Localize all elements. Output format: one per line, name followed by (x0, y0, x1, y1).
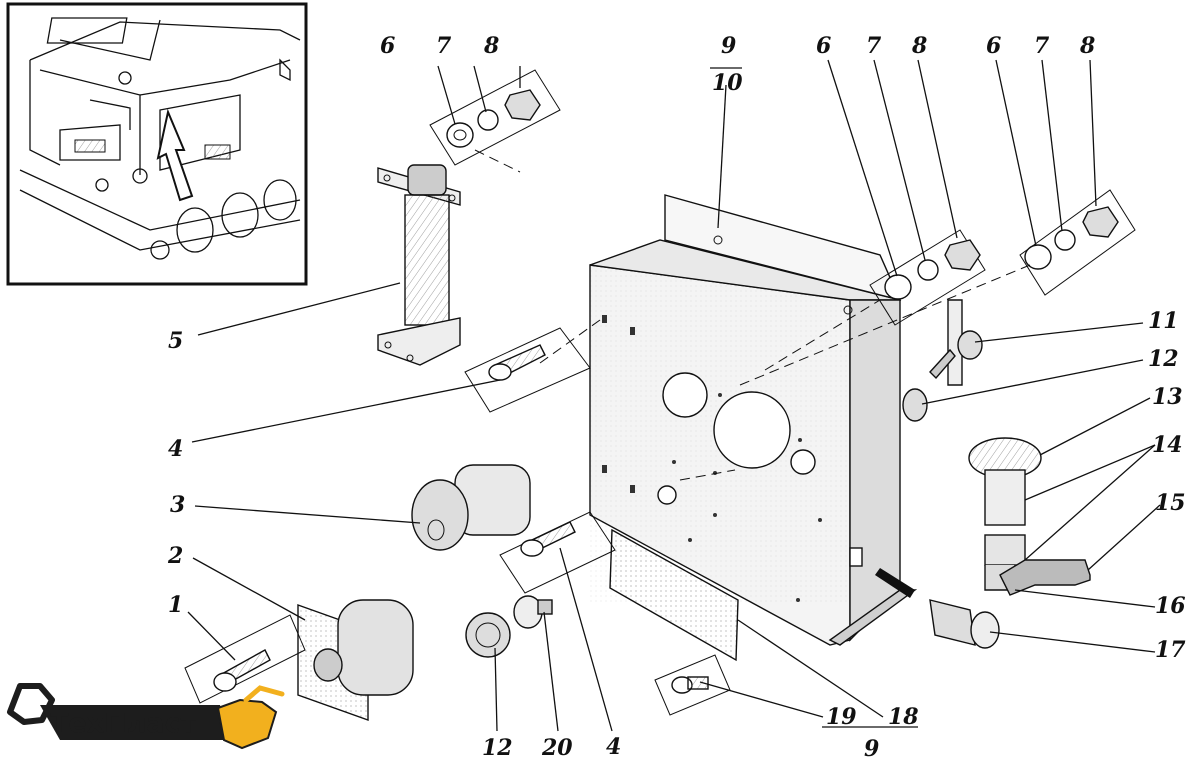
fuse-lamp-17 (929, 599, 1000, 649)
callout-13: 13 (1152, 384, 1183, 410)
washer-set-top-left (429, 69, 561, 166)
screw-19 (654, 654, 731, 716)
callout-7-c: 7 (1034, 33, 1050, 59)
callout-6-c: 6 (986, 33, 1001, 59)
washer-set-top-right (1019, 189, 1136, 296)
callout-9-top: 9 (721, 33, 736, 59)
insert-arrow-icon (875, 568, 915, 598)
switch-11 (929, 299, 983, 386)
callout-14: 14 (1152, 432, 1183, 458)
callout-8-b: 8 (911, 33, 927, 59)
excavator-bucket-right-icon (216, 698, 278, 750)
callout-4-bottom: 4 (606, 734, 621, 760)
fuse-holder-12 (902, 388, 928, 422)
screw-4-lower (499, 511, 616, 594)
lamp-socket-12 (465, 612, 511, 658)
location-arrow-icon (156, 108, 194, 202)
callout-12-bottom: 12 (482, 735, 513, 761)
callout-3: 3 (170, 492, 185, 518)
callout-9-bottom: 9 (864, 736, 879, 761)
jumper-15 (999, 559, 1091, 596)
callout-8-c: 8 (1079, 33, 1095, 59)
callout-6-a: 6 (380, 33, 395, 59)
instrument-gauge-3 (411, 464, 531, 551)
callout-6-b: 6 (816, 33, 831, 59)
callout-19: 19 (826, 704, 857, 730)
callout-7-a: 7 (436, 33, 452, 59)
callout-5: 5 (168, 328, 183, 354)
inset-frame (6, 2, 308, 286)
logo-tagline: запчасти для спецтехники (72, 741, 193, 751)
vehicle-sketch (19, 17, 301, 260)
callout-18: 18 (888, 704, 919, 730)
callout-4-left: 4 (168, 436, 183, 462)
vehicle-inset (6, 2, 308, 286)
fuse-cap-13 (968, 437, 1042, 526)
instrument-2-with-screw-1 (184, 599, 414, 721)
excavator-bucket-left-icon (7, 683, 55, 725)
nameplate-18 (609, 528, 739, 662)
callout-7-b: 7 (866, 33, 882, 59)
resistor-part-5 (377, 164, 461, 366)
brand-logo: ТехПласт запчасти для спецтехники (7, 683, 285, 751)
screw-4-upper (464, 327, 591, 413)
callout-8-a: 8 (483, 33, 499, 59)
callout-16: 16 (1155, 593, 1186, 619)
callout-labels: 1 2 3 4 4 5 6 7 8 6 7 8 6 7 8 9 10 11 12… (167, 33, 1186, 761)
callout-17: 17 (1155, 637, 1186, 663)
assembly-lines (474, 149, 1031, 481)
logo-brand-text: ТехПласт (50, 708, 197, 739)
callout-12-right: 12 (1148, 346, 1179, 372)
callout-1: 1 (168, 592, 183, 618)
washer-set-top-middle (869, 229, 986, 326)
instrument-panel-box (589, 194, 918, 646)
callout-10: 10 (712, 70, 743, 96)
callout-2: 2 (167, 543, 183, 569)
leader-lines (187, 59, 1161, 732)
logo-swoosh (40, 705, 228, 740)
bulb-20 (513, 595, 553, 629)
callout-11: 11 (1148, 308, 1179, 334)
callout-15: 15 (1155, 490, 1186, 516)
callout-20: 20 (541, 735, 573, 761)
